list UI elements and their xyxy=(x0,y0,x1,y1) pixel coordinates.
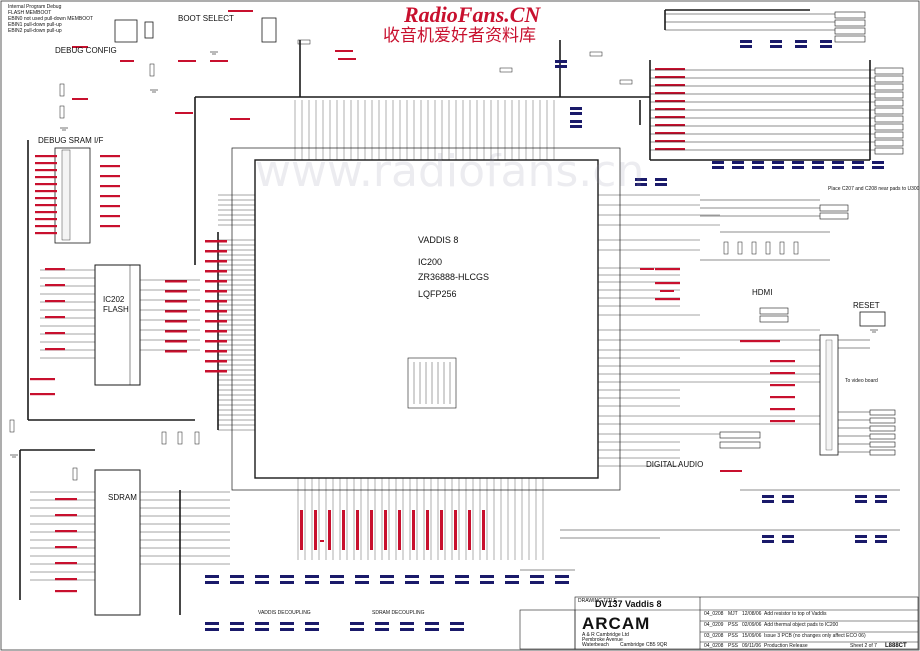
debug-sram-connector xyxy=(54,147,91,244)
revision-2-date: 02/09/06 xyxy=(742,622,762,628)
ic200-bottom-pins xyxy=(297,478,544,560)
red-net-marks-right xyxy=(655,68,795,423)
top-right-wires xyxy=(560,13,900,539)
boot-select-ic xyxy=(114,19,154,43)
boot-table-row-2: FLASH MEMBOOT xyxy=(8,10,52,16)
ground-symbols xyxy=(10,51,878,458)
thermal-pad xyxy=(407,357,457,409)
section-debug-config: DEBUG CONFIG xyxy=(55,46,117,55)
section-vaddis-decoupling: VADDIS DECOUPLING xyxy=(258,610,311,616)
red-net-marks-debug xyxy=(35,155,120,235)
chip-package: LQFP256 xyxy=(418,289,457,299)
chip-name: VADDIS 8 xyxy=(418,235,459,245)
revision-4-desc: Production Release xyxy=(764,643,808,649)
section-digital-audio: DIGITAL AUDIO xyxy=(646,460,704,469)
small-red-marks xyxy=(72,10,742,542)
revision-3-date: 15/09/06 xyxy=(742,633,762,639)
red-net-marks-sdram xyxy=(55,498,77,593)
section-sdram: SDRAM xyxy=(108,493,137,502)
revision-4-ref: 04_0208 xyxy=(704,643,724,649)
decoupling-capacitors-right xyxy=(555,40,887,543)
revision-1-ref: 04_0208 xyxy=(704,611,724,617)
revision-1-desc: Add resistor to top of Vaddis xyxy=(764,611,827,617)
watermark-site-title: RadioFans.CN xyxy=(404,2,541,27)
flash-pins xyxy=(40,269,200,359)
resistors xyxy=(9,39,799,481)
sheet-number: Sheet 2 of 7 xyxy=(850,643,877,649)
company-logo: ARCAM xyxy=(582,614,651,633)
section-flash-ref: IC202 xyxy=(103,295,125,304)
revision-2-by: PSS xyxy=(728,622,739,628)
boot-table-row-4: EBIN1 pull-down pull-up xyxy=(8,22,62,28)
revision-1-date: 12/08/06 xyxy=(742,611,762,617)
chip-part: ZR36888-HLCGS xyxy=(418,272,490,282)
revision-2-desc: Add thermal object pads to IC200 xyxy=(764,622,839,628)
company-line-3: Waterbeach xyxy=(582,642,609,648)
sheet-note: Place C207 and C208 near pads to U300 xyxy=(828,186,920,192)
decoupling-capacitors-row2 xyxy=(205,622,464,631)
flash-ic202-body xyxy=(94,264,141,386)
revision-3-ref: 03_0208 xyxy=(704,633,724,639)
ic200-right-pins xyxy=(598,194,820,467)
section-debug-sram: DEBUG SRAM I/F xyxy=(38,136,104,145)
revision-4-by: PSS xyxy=(728,643,739,649)
drawing-number: L888CT xyxy=(885,643,907,649)
section-hdmi: HDMI xyxy=(752,288,773,297)
watermark-url: www.radiofans.cn xyxy=(255,146,645,197)
revision-1-by: MJT xyxy=(728,611,738,617)
sdram-ic-body xyxy=(94,469,141,616)
section-boot-select: BOOT SELECT xyxy=(178,14,234,23)
vaddis-ic200-body xyxy=(231,147,621,491)
revision-2-ref: 04_0209 xyxy=(704,622,724,628)
ic200-top-pins xyxy=(294,100,555,160)
company-line-2: Pembroke Avenue xyxy=(582,637,623,643)
company-line-1: A & R Cambridge Ltd xyxy=(582,632,629,638)
bus-lines xyxy=(19,9,871,615)
video-board-connector xyxy=(819,334,839,456)
top-connector xyxy=(261,17,277,43)
boot-table-row-5: EBIN2 pull-down pull-up xyxy=(8,28,62,34)
watermark-site-subtitle: 收音机爱好者资料库 xyxy=(383,26,536,46)
sdram-pins xyxy=(30,491,230,581)
revision-3-desc: Issue 3 PCB (no changes only affect ECO … xyxy=(764,633,866,639)
section-reset: RESET xyxy=(853,301,880,310)
decoupling-capacitors-row1 xyxy=(205,575,569,584)
drawing-title: DV137 Vaddis 8 xyxy=(595,599,662,609)
drawing-title-label: DRAWING TITLE xyxy=(578,598,617,604)
top-right-connectors xyxy=(719,11,904,456)
title-block-frame xyxy=(519,569,919,650)
red-net-marks-left xyxy=(165,240,227,373)
section-flash: FLASH xyxy=(103,305,129,314)
red-net-marks-bottom xyxy=(300,510,485,550)
reset-ic xyxy=(859,311,886,327)
revision-3-by: PSS xyxy=(728,633,739,639)
revision-4-date: 09/11/06 xyxy=(742,643,762,649)
chip-ref: IC200 xyxy=(418,257,443,267)
to-video-board-note: To video board xyxy=(845,378,878,384)
company-line-4: Cambridge CB5 9QR xyxy=(620,642,668,648)
section-sdram-decoupling: SDRAM DECOUPLING xyxy=(372,610,425,616)
boot-table-row-1: Internal Program Debug xyxy=(8,4,62,10)
red-net-marks-flash xyxy=(30,268,65,396)
boot-table-row-3: EBIN0 not used pull-down MEMBOOT xyxy=(8,16,94,22)
